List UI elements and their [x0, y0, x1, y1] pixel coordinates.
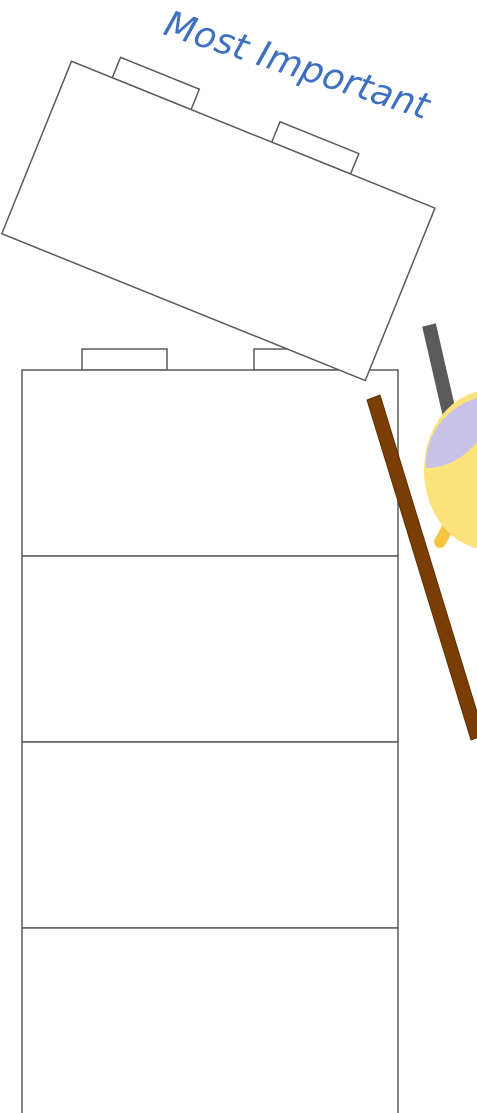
stack-brick-1: [22, 370, 398, 556]
stack-brick-4: [22, 928, 398, 1113]
brick-stack: [22, 349, 398, 1113]
brick-builder-figure-icon: [424, 325, 477, 550]
most-important-label: Most Important: [159, 4, 436, 129]
stack-brick-2: [22, 556, 398, 742]
stack-brick-3: [22, 742, 398, 928]
stack-top-stud-left: [82, 349, 167, 370]
